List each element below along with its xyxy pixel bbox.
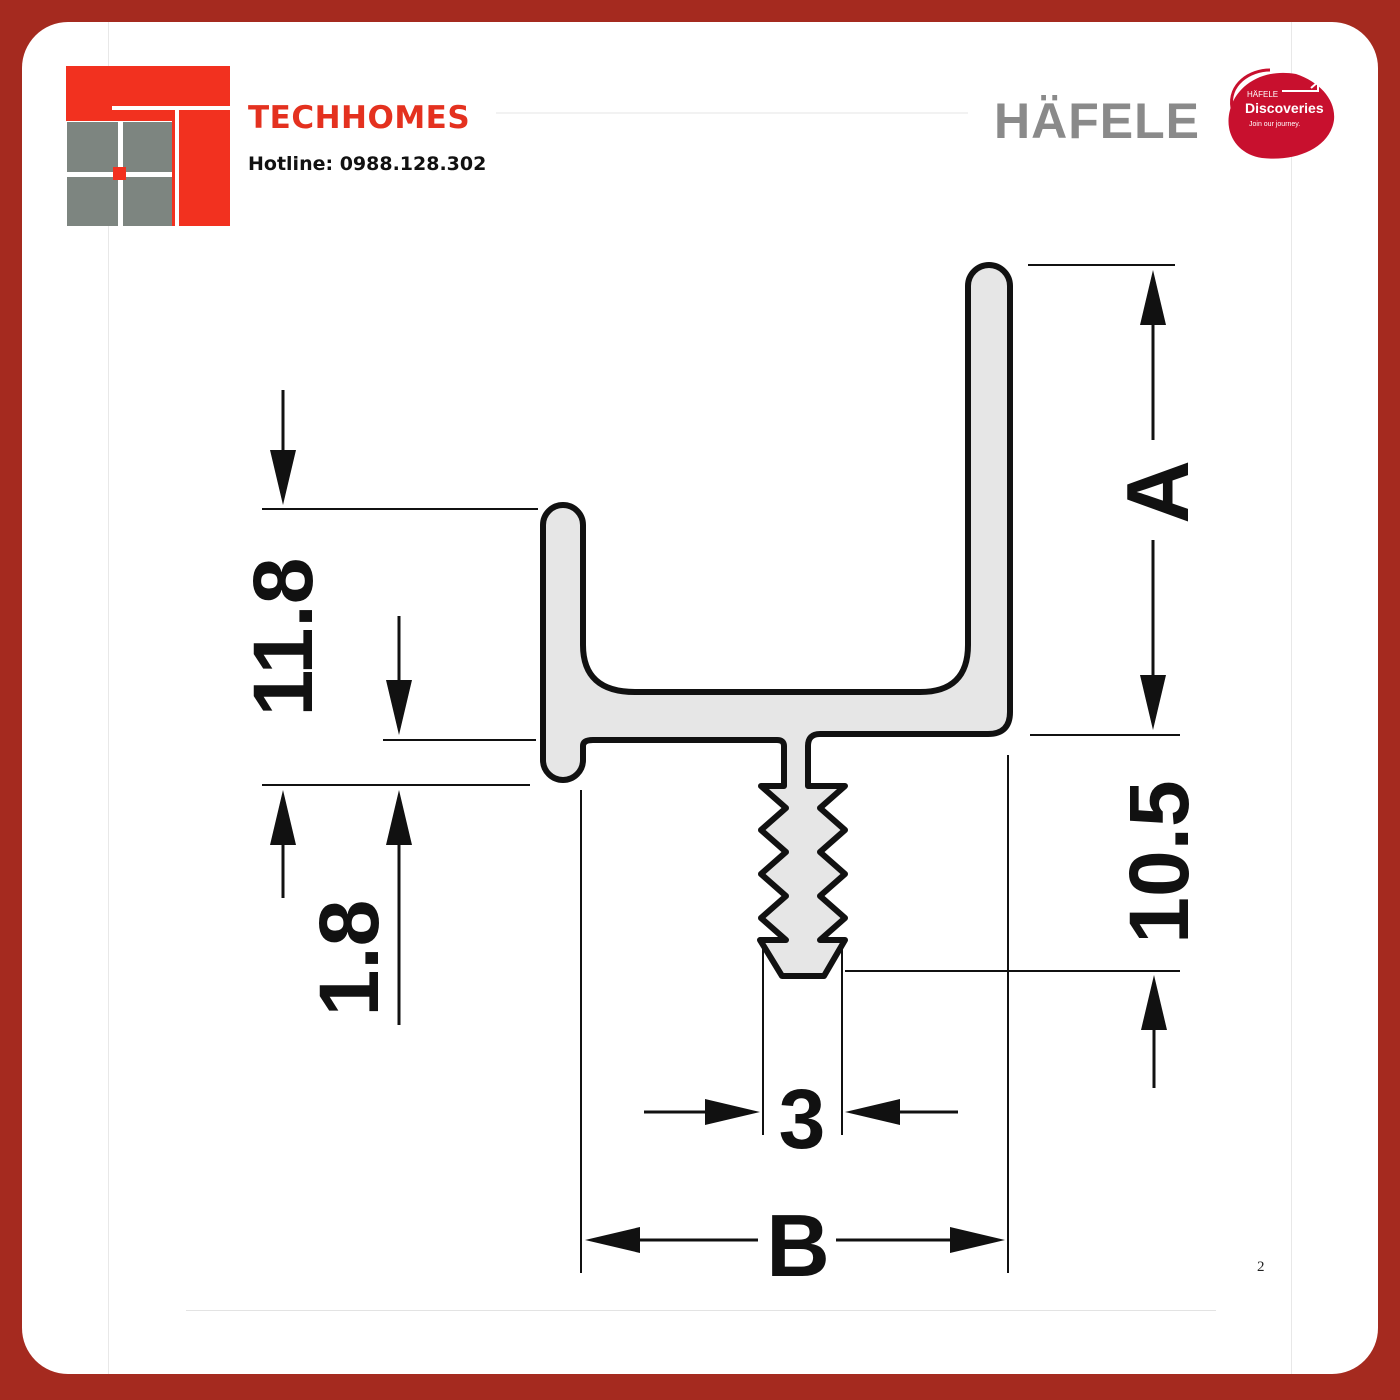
techhomes-logo-icon	[66, 66, 230, 226]
dim-label-a: A	[1108, 460, 1207, 524]
brand-name: TECHHOMES	[248, 100, 471, 136]
profile-shape	[540, 262, 1013, 979]
badge-top-text: HÄFELE	[1247, 90, 1278, 99]
badge-tagline-text: Join our journey.	[1249, 121, 1300, 128]
footer-divider	[186, 1310, 1216, 1311]
guide-line-right	[1291, 22, 1292, 1374]
dimension-labels: A 11.8 1.8 10.5 3 B	[236, 460, 1207, 1295]
dim-label-11-8: 11.8	[236, 558, 330, 717]
guide-line-left	[108, 22, 109, 1374]
hafele-logo-word: HÄFELE	[994, 93, 1200, 149]
hafele-discoveries-badge-icon: HÄFELE Discoveries Join our journey.	[1228, 68, 1335, 159]
dim-label-1-8: 1.8	[302, 900, 396, 1017]
hotline-text: Hotline: 0988.128.302	[248, 153, 487, 175]
extension-lines	[262, 264, 1180, 1273]
dimension-arrows	[270, 270, 1167, 1253]
badge-main-text: Discoveries	[1245, 100, 1324, 116]
dim-label-3: 3	[779, 1072, 826, 1166]
dim-label-10-5: 10.5	[1112, 780, 1206, 944]
page-number: 2	[1257, 1259, 1265, 1275]
dim-label-b: B	[766, 1196, 830, 1295]
